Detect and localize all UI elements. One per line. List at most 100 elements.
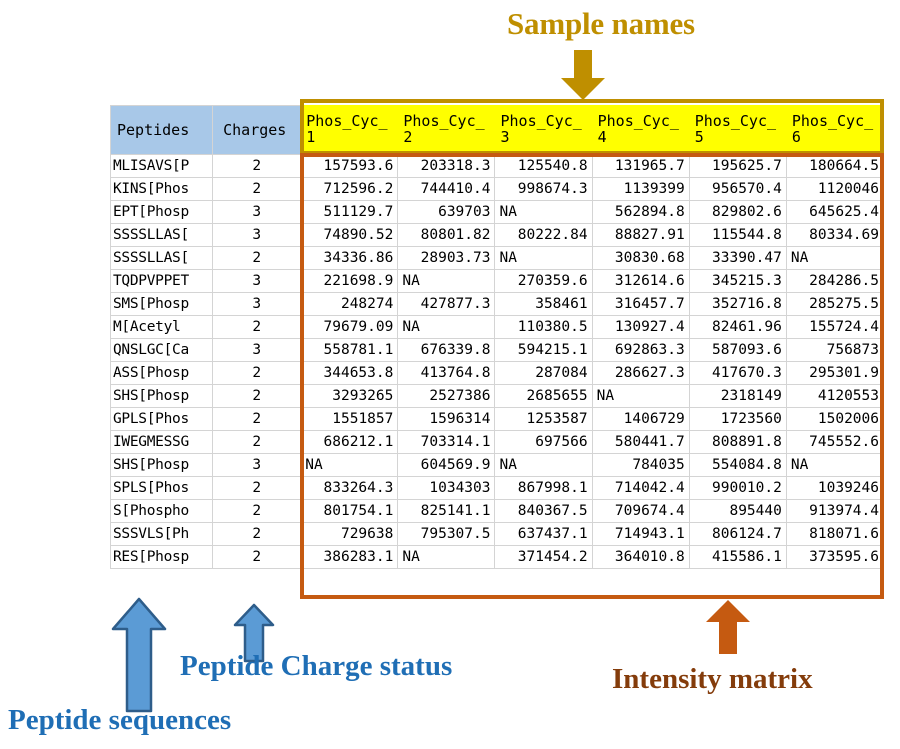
- cell-intensity[interactable]: 74890.52: [300, 223, 399, 247]
- cell-peptide[interactable]: SSSVLS[Ph: [109, 522, 214, 546]
- cell-intensity[interactable]: 637437.1: [494, 522, 593, 546]
- cell-intensity[interactable]: 270359.6: [494, 269, 593, 293]
- cell-peptide[interactable]: S[Phospho: [109, 499, 214, 523]
- cell-intensity[interactable]: 33390.47: [688, 246, 787, 270]
- cell-peptide[interactable]: QNSLGC[Ca: [109, 338, 214, 362]
- cell-intensity[interactable]: 825141.1: [397, 499, 496, 523]
- cell-peptide[interactable]: GPLS[Phos: [109, 407, 214, 431]
- cell-intensity[interactable]: 316457.7: [591, 292, 690, 316]
- cell-intensity[interactable]: 867998.1: [494, 476, 593, 500]
- cell-intensity[interactable]: 312614.6: [591, 269, 690, 293]
- cell-peptide[interactable]: SHS[Phosp: [109, 384, 214, 408]
- cell-charge[interactable]: 2: [212, 407, 302, 431]
- cell-charge[interactable]: 2: [212, 430, 302, 454]
- cell-intensity[interactable]: 358461: [494, 292, 593, 316]
- cell-intensity[interactable]: 1120046: [785, 177, 885, 201]
- cell-intensity[interactable]: 1551857: [300, 407, 399, 431]
- cell-charge[interactable]: 2: [212, 177, 302, 201]
- cell-intensity[interactable]: 82461.96: [688, 315, 787, 339]
- cell-intensity[interactable]: 829802.6: [688, 200, 787, 224]
- cell-intensity[interactable]: 1502006: [785, 407, 885, 431]
- cell-intensity[interactable]: 284286.5: [785, 269, 885, 293]
- cell-intensity[interactable]: 709674.4: [591, 499, 690, 523]
- cell-intensity[interactable]: 155724.4: [785, 315, 885, 339]
- cell-intensity[interactable]: 28903.73: [397, 246, 496, 270]
- cell-intensity[interactable]: 1034303: [397, 476, 496, 500]
- cell-intensity[interactable]: 110380.5: [494, 315, 593, 339]
- cell-intensity[interactable]: NA: [300, 453, 399, 477]
- cell-intensity[interactable]: 344653.8: [300, 361, 399, 385]
- cell-charge[interactable]: 3: [212, 223, 302, 247]
- cell-charge[interactable]: 3: [212, 200, 302, 224]
- cell-intensity[interactable]: 756873: [785, 338, 885, 362]
- cell-intensity[interactable]: 413764.8: [397, 361, 496, 385]
- cell-intensity[interactable]: 295301.9: [785, 361, 885, 385]
- cell-peptide[interactable]: SPLS[Phos: [109, 476, 214, 500]
- cell-intensity[interactable]: 744410.4: [397, 177, 496, 201]
- column-header-sample-5[interactable]: Phos_Cyc_5: [688, 105, 787, 155]
- cell-intensity[interactable]: 2527386: [397, 384, 496, 408]
- cell-intensity[interactable]: 784035: [591, 453, 690, 477]
- cell-intensity[interactable]: 511129.7: [300, 200, 399, 224]
- cell-peptide[interactable]: TQDPVPPET: [109, 269, 214, 293]
- cell-charge[interactable]: 3: [212, 338, 302, 362]
- cell-intensity[interactable]: 998674.3: [494, 177, 593, 201]
- cell-charge[interactable]: 3: [212, 269, 302, 293]
- cell-intensity[interactable]: 80801.82: [397, 223, 496, 247]
- column-header-sample-1[interactable]: Phos_Cyc_1: [300, 105, 399, 155]
- cell-intensity[interactable]: 352716.8: [688, 292, 787, 316]
- cell-charge[interactable]: 2: [212, 476, 302, 500]
- cell-intensity[interactable]: 587093.6: [688, 338, 787, 362]
- cell-intensity[interactable]: NA: [494, 453, 593, 477]
- cell-intensity[interactable]: NA: [785, 453, 885, 477]
- cell-intensity[interactable]: 594215.1: [494, 338, 593, 362]
- cell-peptide[interactable]: SSSSLLAS[: [109, 246, 214, 270]
- cell-charge[interactable]: 2: [212, 246, 302, 270]
- cell-intensity[interactable]: 554084.8: [688, 453, 787, 477]
- cell-intensity[interactable]: 840367.5: [494, 499, 593, 523]
- cell-intensity[interactable]: 639703: [397, 200, 496, 224]
- cell-peptide[interactable]: RES[Phosp: [109, 545, 214, 569]
- cell-intensity[interactable]: 427877.3: [397, 292, 496, 316]
- cell-intensity[interactable]: 1253587: [494, 407, 593, 431]
- cell-intensity[interactable]: 131965.7: [591, 154, 690, 178]
- cell-intensity[interactable]: 373595.6: [785, 545, 885, 569]
- cell-intensity[interactable]: 714042.4: [591, 476, 690, 500]
- cell-intensity[interactable]: 712596.2: [300, 177, 399, 201]
- cell-intensity[interactable]: 703314.1: [397, 430, 496, 454]
- cell-intensity[interactable]: 990010.2: [688, 476, 787, 500]
- cell-intensity[interactable]: 4120553: [785, 384, 885, 408]
- cell-intensity[interactable]: 645625.4: [785, 200, 885, 224]
- cell-intensity[interactable]: 676339.8: [397, 338, 496, 362]
- cell-intensity[interactable]: 115544.8: [688, 223, 787, 247]
- cell-intensity[interactable]: 1039246: [785, 476, 885, 500]
- cell-intensity[interactable]: 558781.1: [300, 338, 399, 362]
- cell-charge[interactable]: 3: [212, 453, 302, 477]
- cell-intensity[interactable]: 80334.69: [785, 223, 885, 247]
- cell-intensity[interactable]: 30830.68: [591, 246, 690, 270]
- cell-intensity[interactable]: 88827.91: [591, 223, 690, 247]
- cell-intensity[interactable]: 956570.4: [688, 177, 787, 201]
- cell-peptide[interactable]: MLISAVS[P: [109, 154, 214, 178]
- cell-intensity[interactable]: 1723560: [688, 407, 787, 431]
- column-header-peptides[interactable]: Peptides: [109, 105, 214, 155]
- cell-peptide[interactable]: KINS[Phos: [109, 177, 214, 201]
- cell-peptide[interactable]: EPT[Phosp: [109, 200, 214, 224]
- cell-intensity[interactable]: 697566: [494, 430, 593, 454]
- cell-intensity[interactable]: 833264.3: [300, 476, 399, 500]
- cell-intensity[interactable]: 913974.4: [785, 499, 885, 523]
- cell-intensity[interactable]: 808891.8: [688, 430, 787, 454]
